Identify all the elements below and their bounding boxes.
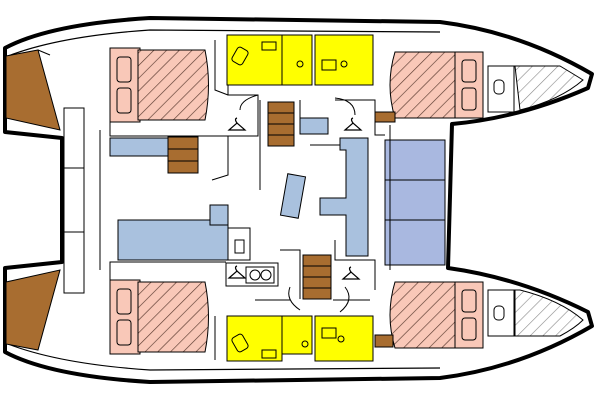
aft-steps-starboard <box>5 269 61 351</box>
sink-icon <box>261 41 277 51</box>
forepeak-port <box>514 65 584 111</box>
interior-walls <box>109 40 391 360</box>
hanger-icon <box>341 266 361 280</box>
cabin-fwd-starboard <box>389 281 484 349</box>
sink-icon <box>321 59 337 71</box>
stove-icon <box>245 266 275 284</box>
forepeak-starboard <box>514 289 584 337</box>
pillow <box>116 87 132 114</box>
sink-icon <box>234 239 245 254</box>
stairs <box>167 101 396 348</box>
aft-steps-port <box>5 49 61 131</box>
toilet-icon <box>493 79 505 95</box>
heads-port <box>226 34 374 86</box>
shower-icon <box>340 60 348 68</box>
pillow <box>116 56 132 83</box>
hanger-icon <box>227 265 247 279</box>
cabin-fwd-port <box>389 51 484 119</box>
shower-icon <box>296 60 304 68</box>
toilet-icon <box>231 46 249 66</box>
hanger-icon <box>343 117 363 131</box>
hanger-icon <box>227 117 247 131</box>
heads-starboard <box>226 315 374 362</box>
cabin-aft-starboard <box>109 279 209 355</box>
saloon-settees <box>109 117 446 266</box>
cabin-aft-port <box>109 47 209 123</box>
galley-counter <box>227 227 251 261</box>
